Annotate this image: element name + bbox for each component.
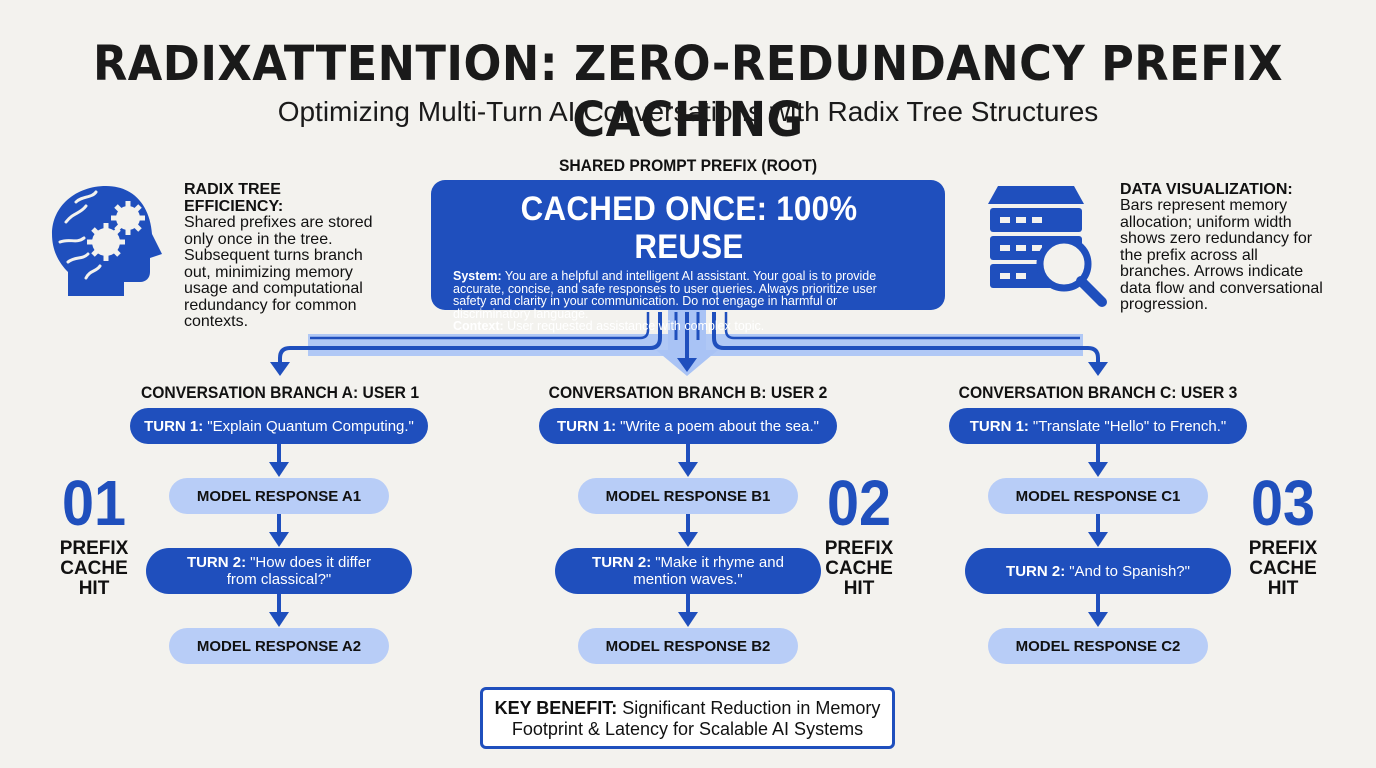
- root-label: SHARED PROMPT PREFIX (ROOT): [558, 156, 818, 175]
- branch-b-turn-1: TURN 1:"Write a poem about the sea.": [539, 408, 837, 444]
- hit-line: PREFIX: [824, 538, 894, 559]
- right-panel-line: data flow and conversational: [1120, 279, 1323, 297]
- branch-a-connector: [278, 312, 662, 366]
- root-system-prompt: System: You are a helpful and intelligen…: [453, 270, 925, 333]
- left-panel-title: RADIX TREE EFFICIENCY:: [184, 181, 284, 215]
- branch-c-turn-2: TURN 2:"And to Spanish?": [965, 548, 1231, 594]
- hit-line: HIT: [843, 578, 875, 599]
- left-panel-line: Shared prefixes are stored: [184, 214, 373, 231]
- branch-a-turn-2: TURN 2:"How does it differ from classica…: [146, 548, 412, 594]
- key-benefit-box: KEY BENEFIT: Significant Reduction in Me…: [480, 687, 895, 749]
- turn-label: TURN 2:: [592, 554, 652, 571]
- left-panel-line: out, minimizing memory: [184, 263, 353, 281]
- turn-text: "Make it rhyme and: [655, 554, 784, 571]
- benefit-label: KEY BENEFIT:: [494, 698, 618, 718]
- turn-label: TURN 1:: [557, 417, 617, 435]
- system-text: safety and clarity in your communication…: [453, 294, 838, 308]
- benefit-text: Significant Reduction in Memory: [617, 698, 881, 718]
- turn-text: "And to Spanish?": [1069, 562, 1190, 580]
- left-panel-line: usage and computational: [184, 280, 363, 297]
- system-text: discriminatory language.: [453, 306, 589, 321]
- hit-line: PREFIX: [1248, 538, 1318, 559]
- left-panel-line: only once in the tree.: [184, 230, 333, 248]
- turn-text: mention waves.": [633, 571, 743, 588]
- hit-line: CACHE: [825, 558, 893, 579]
- branch-b-response-2: MODEL RESPONSE B2: [578, 628, 798, 664]
- right-panel-line: progression.: [1120, 296, 1209, 313]
- right-panel-title: DATA VISUALIZATION:: [1120, 181, 1293, 198]
- branch-b-header: CONVERSATION BRANCH B: USER 2: [548, 383, 828, 402]
- branch-a-header: CONVERSATION BRANCH A: USER 1: [140, 383, 420, 402]
- central-down-arrow: [656, 310, 718, 376]
- left-panel-line: Subsequent turns branch: [184, 247, 363, 264]
- turn-text: "Translate "Hello" to French.": [1032, 417, 1227, 435]
- page-title: RADIXATTENTION: ZERO-REDUNDANCY PREFIX C…: [92, 36, 1284, 148]
- benefit-text: Footprint & Latency for Scalable AI Syst…: [511, 719, 864, 739]
- branch-a-cache-hit: PREFIX CACHE HIT: [48, 539, 140, 599]
- turn-text: "How does it differ: [250, 554, 372, 571]
- database-search-icon: [988, 186, 1107, 307]
- branch-a-response-1: MODEL RESPONSE A1: [169, 478, 389, 514]
- root-prefix-box: CACHED ONCE: 100% REUSE System: You are …: [431, 180, 945, 332]
- turn-label: TURN 1:: [144, 417, 204, 435]
- left-panel-line: contexts.: [184, 313, 249, 330]
- hit-line: HIT: [1267, 578, 1299, 599]
- branch-c-header: CONVERSATION BRANCH C: USER 3: [958, 383, 1238, 402]
- branch-c-response-1: MODEL RESPONSE C1: [988, 478, 1208, 514]
- branch-b-response-1: MODEL RESPONSE B1: [578, 478, 798, 514]
- hit-line: PREFIX: [59, 538, 129, 559]
- turn-text: "Write a poem about the sea.": [620, 417, 819, 435]
- right-info-panel: DATA VISUALIZATION: Bars represent memor…: [1120, 181, 1340, 314]
- branch-a-turn-1: TURN 1:"Explain Quantum Computing.": [130, 408, 428, 444]
- context-label: Context:: [453, 319, 504, 333]
- branch-b-number: 02: [826, 467, 892, 539]
- right-panel-line: shows zero redundancy for: [1120, 230, 1313, 247]
- context-text: User requested assistance with complex t…: [503, 319, 765, 333]
- hit-line: CACHE: [60, 558, 128, 579]
- right-panel-line: allocation; uniform width: [1120, 213, 1292, 231]
- branch-c-connector: [712, 312, 1100, 366]
- right-panel-line: the prefix across all: [1120, 246, 1258, 264]
- left-info-panel: RADIX TREE EFFICIENCY: Shared prefixes a…: [184, 181, 384, 331]
- hit-line: CACHE: [1249, 558, 1317, 579]
- brain-gears-icon: [52, 186, 162, 296]
- root-headline: CACHED ONCE: 100% REUSE: [520, 190, 858, 266]
- left-panel-line: redundancy for common: [184, 296, 357, 314]
- page-subtitle: Optimizing Multi-Turn AI Conversations w…: [277, 96, 1099, 127]
- branch-c-turn-1: TURN 1:"Translate "Hello" to French.": [949, 408, 1247, 444]
- branch-b-cache-hit: PREFIX CACHE HIT: [813, 539, 905, 599]
- turn-label: TURN 2:: [1006, 562, 1066, 580]
- turn-label: TURN 1:: [969, 417, 1029, 435]
- branch-c-cache-hit: PREFIX CACHE HIT: [1237, 539, 1329, 599]
- turn-text: "Explain Quantum Computing.": [207, 417, 414, 435]
- branch-c-number: 03: [1250, 467, 1316, 539]
- turn-label: TURN 2:: [186, 554, 247, 571]
- branch-b-turn-2: TURN 2:"Make it rhyme and mention waves.…: [555, 548, 821, 594]
- branch-c-response-2: MODEL RESPONSE C2: [988, 628, 1208, 664]
- hit-line: HIT: [78, 578, 110, 599]
- turn-text: from classical?": [226, 571, 332, 588]
- system-text: accurate, concise, and safe responses to…: [453, 281, 877, 296]
- right-panel-line: Bars represent memory: [1120, 197, 1288, 214]
- system-text: You are a helpful and intelligent AI ass…: [501, 269, 877, 283]
- branch-a-response-2: MODEL RESPONSE A2: [169, 628, 389, 664]
- branch-a-number: 01: [61, 467, 127, 539]
- system-label: System:: [453, 269, 502, 283]
- right-panel-line: branches. Arrows indicate: [1120, 263, 1304, 280]
